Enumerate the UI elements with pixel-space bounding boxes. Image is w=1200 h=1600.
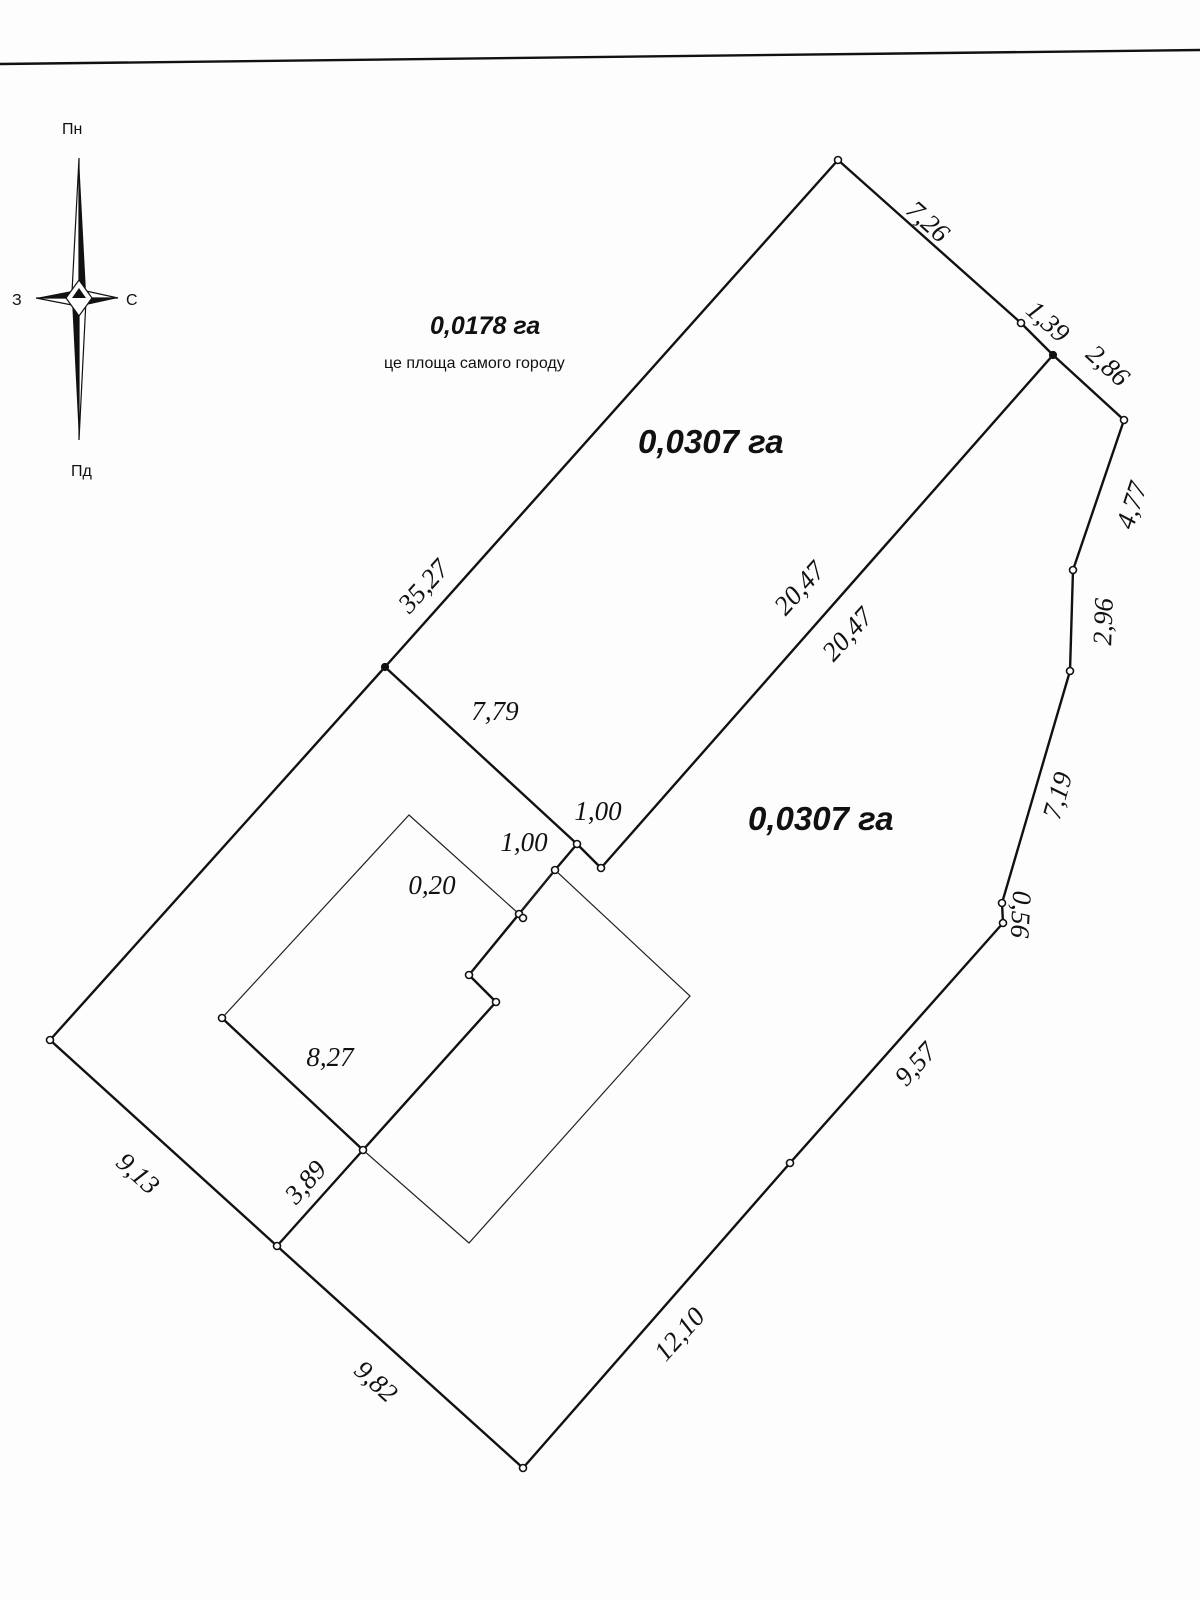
compass-north-light: [71, 157, 80, 293]
dimension-label: 7,79: [471, 696, 519, 726]
vertex: [785, 1158, 795, 1168]
dimension-label: 8,27: [306, 1042, 355, 1072]
compass-rose: Пн Пд З С: [12, 121, 138, 480]
parcel-vertices: [45, 155, 1129, 1473]
lower-area-label: 0,0307 га: [748, 800, 894, 837]
dimension-label: 0,20: [408, 870, 456, 900]
vertex: [1068, 565, 1078, 575]
vertex: [518, 913, 528, 923]
vertex: [833, 155, 843, 165]
vertex: [272, 1241, 282, 1251]
compass-north-dark: [79, 158, 86, 292]
vertex: [1065, 666, 1075, 676]
vertex: [997, 898, 1007, 908]
vertex: [998, 918, 1008, 928]
dimension-label: 7,19: [1036, 768, 1078, 822]
vertex: [572, 839, 582, 849]
dimension-label: 2,96: [1087, 597, 1119, 646]
compass-east-dark: [86, 298, 118, 305]
dimension-label: 9,13: [110, 1146, 165, 1200]
vertex: [518, 1463, 528, 1473]
dimension-label: 1,39: [1020, 294, 1076, 348]
compass-west-dark: [36, 291, 72, 298]
division-line-house: [361, 842, 579, 1152]
dimension-label: 1,00: [574, 796, 622, 826]
dimension-label: 35,27: [391, 552, 456, 619]
garden-note-label: це площа самого городу: [384, 355, 565, 372]
dimension-label: 20,47: [768, 554, 832, 620]
dimension-label: 0,56: [1005, 890, 1037, 939]
compass-south-light: [78, 299, 87, 441]
vertex: [45, 1035, 55, 1045]
division-line-upper: [383, 353, 1055, 870]
vertex: [464, 970, 474, 980]
dimension-label: 7,26: [900, 194, 956, 248]
vertex: [217, 1013, 227, 1023]
vertex: [1048, 350, 1058, 360]
compass-west-label: З: [12, 292, 22, 309]
compass-north-label: Пн: [62, 121, 82, 138]
dimension-label: 12,10: [648, 1301, 711, 1367]
vertex: [358, 1145, 368, 1155]
dimension-label: 3,89: [278, 1154, 333, 1210]
division-line-lower: [275, 1148, 365, 1248]
compass-south-label: Пд: [71, 463, 93, 480]
dimension-label: 4,77: [1110, 477, 1154, 533]
compass-center-dark: [72, 288, 86, 298]
dimension-label: 20,47: [816, 600, 880, 666]
division-line-8-27: [220, 1016, 365, 1152]
vertex: [596, 863, 606, 873]
compass-south-dark: [72, 300, 79, 440]
parcel-boundary: [48, 158, 1126, 1470]
vertex: [1016, 318, 1026, 328]
vertex: [380, 662, 390, 672]
dimension-label: 9,82: [348, 1354, 403, 1408]
dimension-label: 1,00: [500, 827, 548, 857]
compass-east-label: С: [126, 292, 138, 309]
garden-area-label: 0,0178 га: [430, 312, 540, 340]
vertex: [550, 865, 560, 875]
vertex: [491, 997, 501, 1007]
sheet-top-border: [0, 48, 1200, 66]
vertex: [1119, 415, 1129, 425]
dimension-label: 2,86: [1080, 338, 1136, 392]
upper-area-label: 0,0307 га: [638, 423, 784, 460]
